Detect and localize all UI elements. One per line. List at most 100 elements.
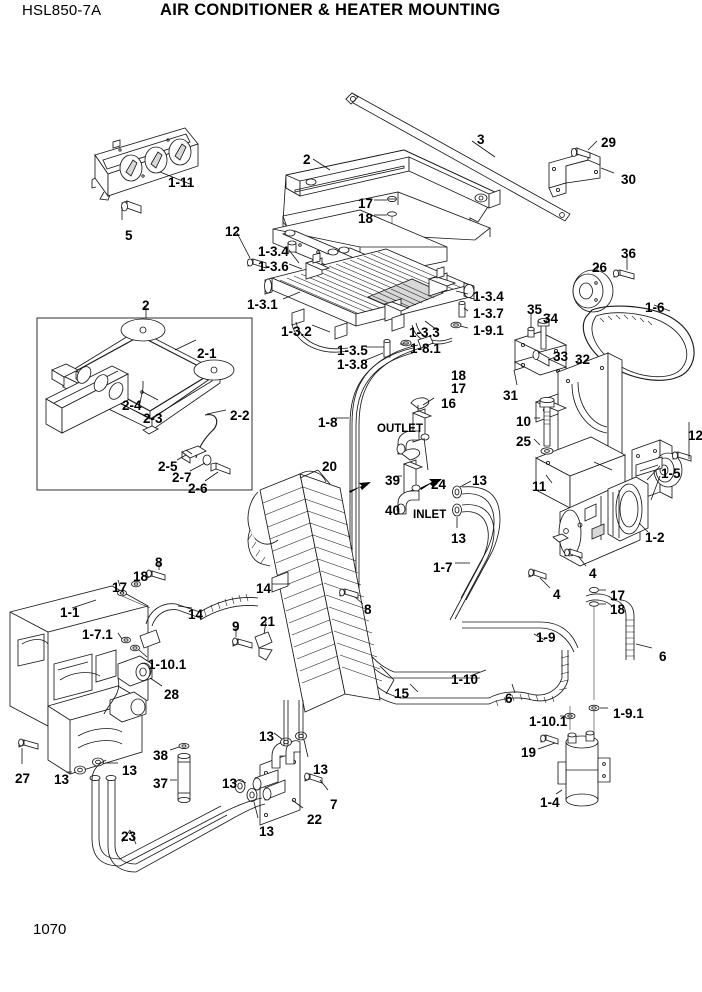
grommet-28 bbox=[135, 663, 163, 687]
control-panel-assembly bbox=[91, 127, 199, 220]
callout-8: 8 bbox=[155, 555, 163, 570]
callout-1-6: 1-6 bbox=[645, 300, 665, 315]
bolt-5 bbox=[121, 200, 142, 214]
callout-1-10: 1-10 bbox=[451, 672, 479, 687]
bolt-4-upper bbox=[564, 548, 587, 567]
callout-14: 14 bbox=[188, 607, 204, 622]
callout-15: 15 bbox=[394, 686, 410, 701]
callout-23: 23 bbox=[121, 829, 137, 844]
callout-18: 18 bbox=[133, 569, 149, 584]
callout-1-3-2: 1-3.2 bbox=[281, 324, 312, 339]
callout-4: 4 bbox=[553, 587, 561, 602]
callout-14: 14 bbox=[256, 581, 272, 596]
callout-1-3-4: 1-3.4 bbox=[258, 244, 289, 259]
callout-12: 12 bbox=[225, 224, 241, 239]
belt-1-6 bbox=[582, 304, 695, 381]
bolt-33 bbox=[532, 350, 561, 367]
callout-21: 21 bbox=[260, 614, 276, 629]
callout-22: 22 bbox=[307, 812, 323, 827]
callout-32: 32 bbox=[575, 352, 591, 367]
callout-13: 13 bbox=[222, 776, 238, 791]
callout-27: 27 bbox=[15, 771, 31, 786]
callout-1-9-1: 1-9.1 bbox=[473, 323, 504, 338]
callout-1-10-1: 1-10.1 bbox=[529, 714, 568, 729]
callout-17: 17 bbox=[610, 588, 626, 603]
bolt-12-right bbox=[671, 422, 692, 462]
callout-1-3-8: 1-3.8 bbox=[337, 357, 368, 372]
washer-17 bbox=[387, 195, 397, 203]
callout-1-10-1: 1-10.1 bbox=[148, 657, 187, 672]
inlet-flow-label: INLET bbox=[413, 509, 447, 521]
callout-17: 17 bbox=[112, 580, 128, 595]
callout-13: 13 bbox=[54, 772, 70, 787]
bolt-34 bbox=[537, 313, 551, 350]
callout-1-9: 1-9 bbox=[536, 630, 556, 645]
callout-1-11: 1-11 bbox=[168, 175, 195, 190]
oring-13-upper bbox=[452, 480, 472, 499]
callout-1-3-3: 1-3.3 bbox=[409, 325, 440, 340]
compressor-1-2 bbox=[552, 465, 661, 567]
callout-18: 18 bbox=[610, 602, 626, 617]
bolt-12-left bbox=[236, 232, 267, 269]
callout-17: 17 bbox=[358, 196, 374, 211]
callout-13: 13 bbox=[259, 824, 275, 839]
callout-13: 13 bbox=[472, 473, 488, 488]
bolt-29 bbox=[570, 140, 598, 159]
callout-13: 13 bbox=[313, 762, 329, 777]
inlet-arrow bbox=[420, 479, 442, 490]
valve-39 bbox=[398, 448, 424, 494]
callout-2-2: 2-2 bbox=[230, 408, 250, 423]
callout-2-6: 2-6 bbox=[188, 481, 208, 496]
callout-1-8: 1-8 bbox=[318, 415, 338, 430]
callout-10: 10 bbox=[516, 414, 532, 429]
callout-1-7: 1-7 bbox=[433, 560, 453, 575]
hose-1-9 bbox=[462, 621, 579, 653]
callout-36: 36 bbox=[621, 246, 637, 261]
callout-6: 6 bbox=[505, 691, 513, 706]
bolt-7 bbox=[304, 772, 329, 791]
callout-20: 20 bbox=[322, 459, 338, 474]
callout-7: 7 bbox=[330, 797, 338, 812]
model-number: HSL850-7A bbox=[22, 2, 102, 19]
bolt-8-heater bbox=[146, 562, 166, 581]
callout-5: 5 bbox=[125, 228, 133, 243]
tensioner-1-5 bbox=[631, 422, 692, 503]
callout-30: 30 bbox=[621, 172, 637, 187]
pulley-26 bbox=[572, 265, 614, 313]
callout-34: 34 bbox=[543, 311, 559, 326]
condenser-assembly-1-3 bbox=[236, 209, 475, 361]
callout-1-9-1: 1-9.1 bbox=[613, 706, 644, 721]
corrugated-hose-6-right bbox=[585, 586, 653, 700]
callout-18: 18 bbox=[358, 211, 374, 226]
heater-unit-1-1 bbox=[9, 562, 259, 775]
callout-1-3-4: 1-3.4 bbox=[473, 289, 504, 304]
nut-35 bbox=[527, 314, 535, 338]
callout-1-3-7: 1-3.7 bbox=[473, 306, 504, 321]
callout-4: 4 bbox=[589, 566, 597, 581]
main-bracket-11 bbox=[533, 352, 627, 509]
receiver-drier-1-4 bbox=[555, 730, 611, 807]
callout-37: 37 bbox=[153, 776, 169, 791]
callout-26: 26 bbox=[592, 260, 608, 275]
hose-1-7 bbox=[449, 486, 501, 621]
page-title: AIR CONDITIONER & HEATER MOUNTING bbox=[160, 1, 501, 19]
callout-2: 2 bbox=[303, 152, 311, 167]
callout-1-1: 1-1 bbox=[60, 605, 80, 620]
callout-2-5: 2-5 bbox=[158, 459, 178, 474]
callout-2: 2 bbox=[142, 298, 150, 313]
callout-39: 39 bbox=[385, 473, 401, 488]
callout-35: 35 bbox=[527, 302, 543, 317]
hose-23 bbox=[66, 757, 231, 873]
callout-12: 12 bbox=[688, 428, 702, 443]
callout-2-7: 2-7 bbox=[172, 470, 192, 485]
frame-detail-inset bbox=[36, 306, 253, 491]
washer-25 bbox=[533, 438, 554, 455]
callout-25: 25 bbox=[516, 434, 532, 449]
rail-3 bbox=[345, 92, 571, 222]
callout-40: 40 bbox=[385, 503, 401, 518]
bolt-10 bbox=[534, 396, 555, 447]
elbow-40 bbox=[396, 490, 420, 515]
callout-1-8-1: 1-8.1 bbox=[410, 341, 441, 356]
callout-38: 38 bbox=[153, 748, 169, 763]
hose-1-8 bbox=[336, 335, 434, 520]
